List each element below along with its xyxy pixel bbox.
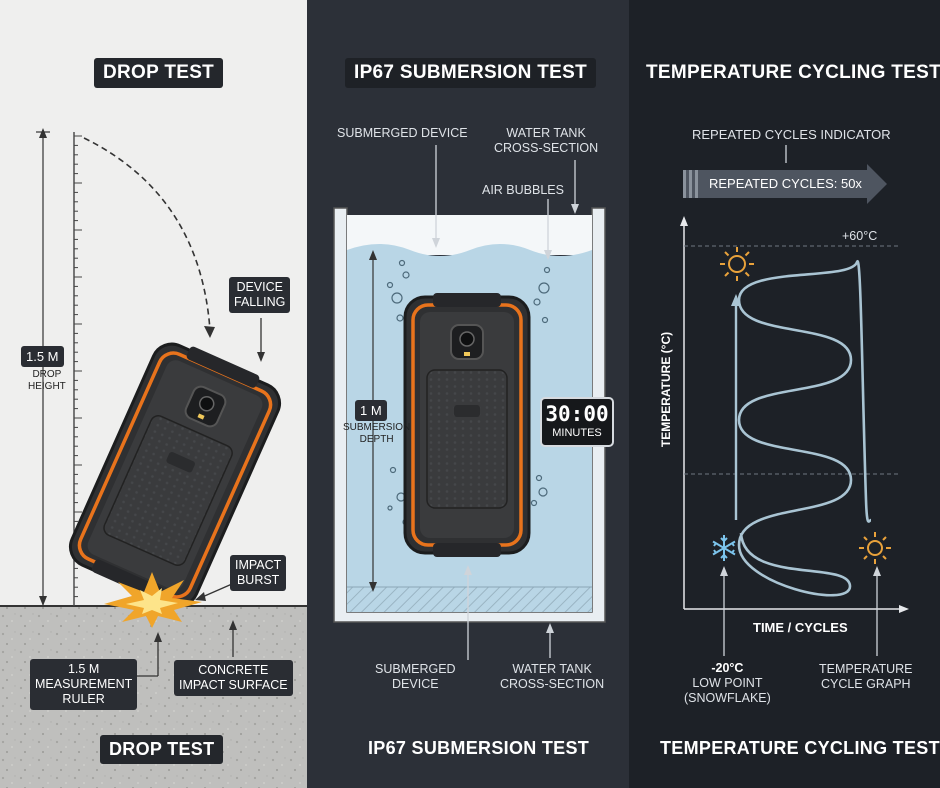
y-axis-label: TEMPERATURE (°C) [659,331,674,448]
drop-test-bottom-title: DROP TEST [100,735,224,764]
falling-phone [68,342,282,608]
high-temperature-label: +60°C [842,229,878,243]
temperature-cycle-graph [680,145,909,656]
sun-icon-high [720,247,754,281]
drop-test-title: DROP TEST [94,58,224,88]
drop-test-illustration [0,128,307,788]
fall-path [83,137,211,331]
submersion-test-bottom-title: IP67 SUBMERSION TEST [368,738,590,758]
timer-display: 30:00 MINUTES [540,397,614,447]
measurement-ruler [73,132,82,606]
impact-burst [104,572,202,628]
temperature-cycling-title: TEMPERATURE CYCLING TEST [646,62,940,83]
temperature-cycling-panel: TEMPERATURE CYCLING TEST REPEATED CYCLES… [629,0,940,788]
submersion-illustration [333,145,606,660]
sun-icon-right [859,532,891,564]
snowflake-icon [712,535,736,561]
repeated-cycles-indicator-label: REPEATED CYCLES INDICATOR [692,127,891,142]
repeated-cycles-arrow [683,164,887,204]
air-bubbles [386,259,551,526]
submersion-test-panel: IP67 SUBMERSION TEST SUBMERGED DEVICE WA… [307,0,629,788]
x-axis-label: TIME / CYCLES [753,620,848,635]
repeated-cycles-count: REPEATED CYCLES: 50x [709,176,862,191]
submersion-depth-value: 1 M [355,400,387,421]
submerged-phone [403,293,531,557]
temperature-cycling-bottom-title: TEMPERATURE CYCLING TEST [660,738,940,758]
low-point-label: -20°C LOW POINT (SNOWFLAKE) [684,661,771,705]
drop-height-value: 1.5 M [21,346,64,367]
air-bubbles-label: AIR BUBBLES [482,183,564,197]
timer-value: 30:00 [545,402,609,426]
submerged-device-top-label: SUBMERGED DEVICE [337,126,468,140]
temperature-curve [737,260,872,597]
submersion-test-title: IP67 SUBMERSION TEST [345,58,596,88]
timer-unit: MINUTES [552,427,602,439]
